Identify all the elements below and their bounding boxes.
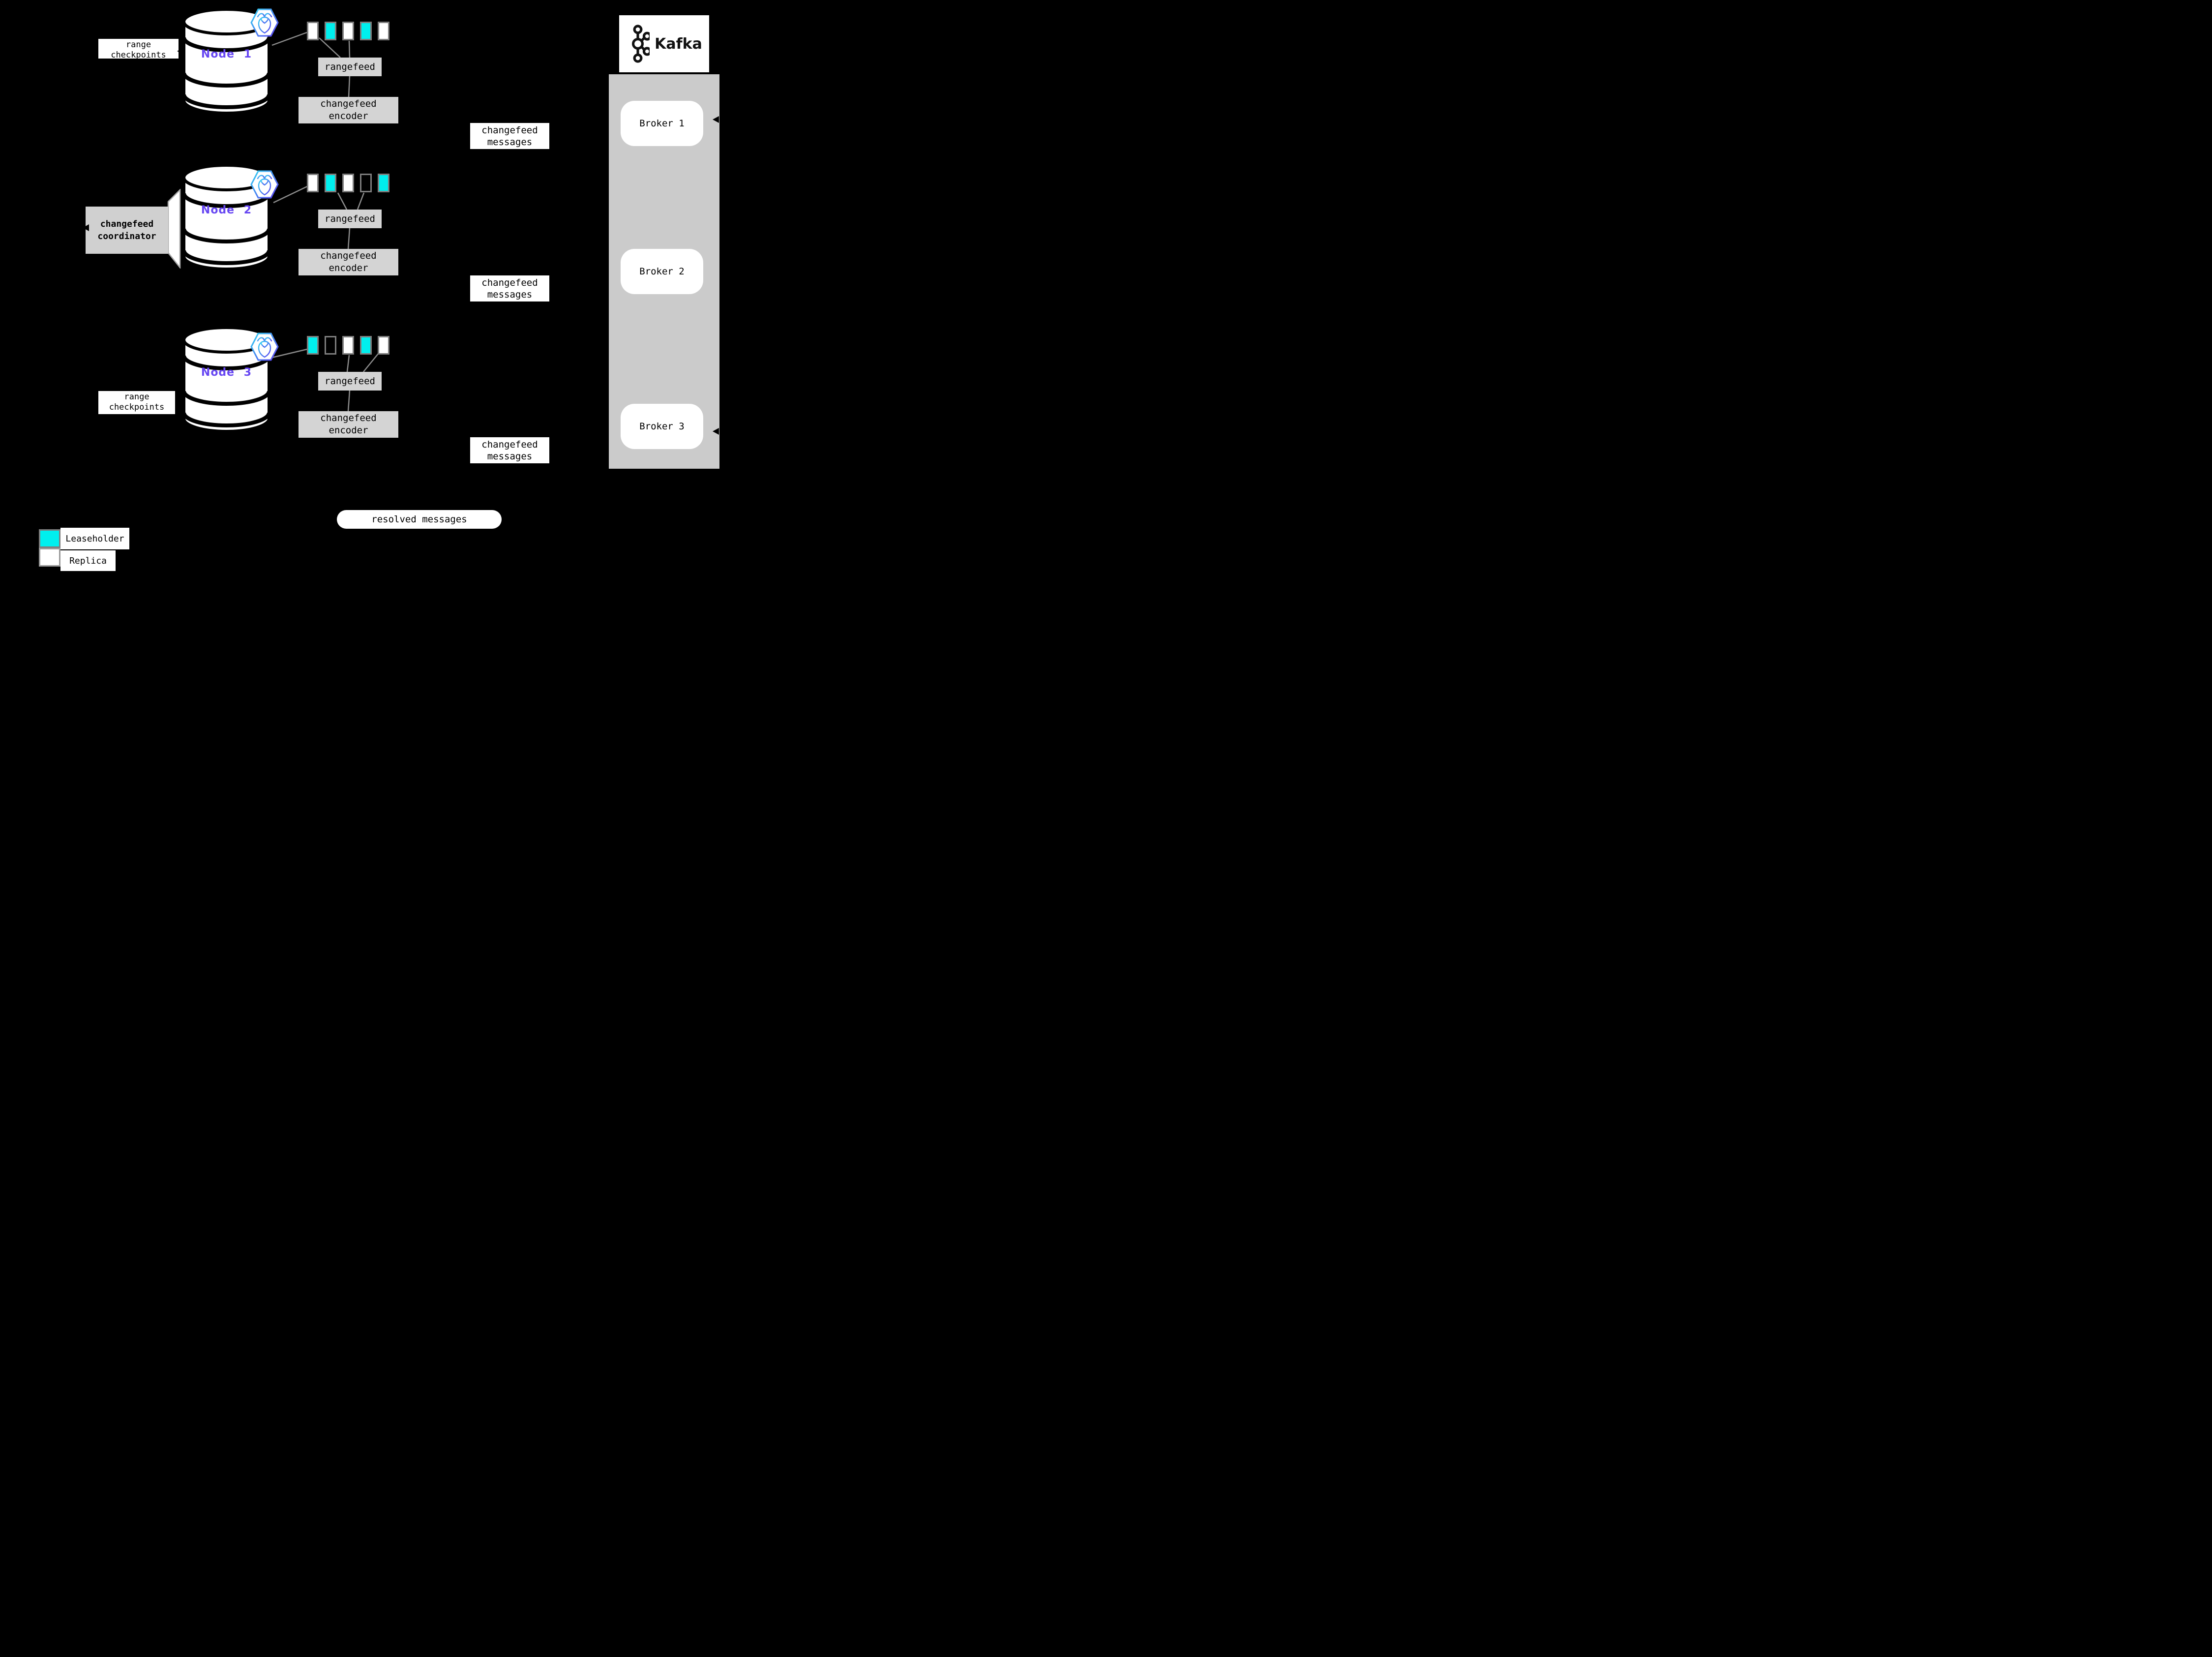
kafka-title: Kafka: [655, 35, 702, 53]
range-square-leaseholder: [378, 174, 389, 192]
node-2-cylinder: Node 2: [181, 163, 272, 270]
broker-card-3: Broker 3: [621, 404, 703, 449]
node-2-changefeed-encoder-box: changefeed encoder: [299, 249, 398, 275]
broker-card-1: Broker 1: [621, 101, 703, 146]
node-3-label: Node 3: [201, 366, 252, 379]
node-2-label: Node 2: [201, 204, 252, 216]
range-square-leaseholder: [360, 22, 372, 40]
range-square-empty: [360, 174, 372, 192]
range-square-replica: [378, 22, 389, 40]
node-3-cylinder: Node 3: [181, 325, 272, 432]
range-checkpoints-label-bottom: range checkpoints: [98, 391, 175, 414]
node-2-range-squares-row: [307, 174, 389, 192]
range-square-empty: [325, 336, 336, 355]
legend-label-replica: Replica: [60, 550, 116, 571]
resolved-messages-pill: resolved messages: [337, 510, 502, 529]
changefeed-messages-label-1: changefeed messages: [470, 123, 549, 149]
node-3-range-squares-row: [307, 336, 389, 355]
node-3-changefeed-encoder-box: changefeed encoder: [299, 411, 398, 438]
range-square-replica: [342, 336, 354, 355]
coordinator-callout-flag: [167, 189, 181, 269]
kafka-card: Kafka: [619, 15, 709, 72]
range-square-leaseholder: [360, 336, 372, 355]
range-square-replica: [342, 174, 354, 192]
range-square-replica: [307, 22, 319, 40]
node-1-rangefeed-box: rangefeed: [318, 58, 382, 76]
changefeed-messages-label-3: changefeed messages: [470, 437, 549, 463]
cockroachdb-logo-icon: [250, 331, 279, 362]
changefeed-coordinator-box: changefeed coordinator: [86, 207, 168, 254]
cockroachdb-logo-icon: [250, 7, 279, 38]
node-1-cylinder: Node 1: [181, 7, 272, 114]
range-square-leaseholder: [307, 336, 319, 355]
legend-swatch-leaseholder: [39, 529, 60, 548]
connector-lines: [271, 31, 379, 412]
node-1-changefeed-encoder-box: changefeed encoder: [299, 97, 398, 123]
range-square-replica: [307, 174, 319, 192]
range-square-leaseholder: [325, 22, 336, 40]
range-checkpoints-label-top: range checkpoints: [98, 39, 179, 59]
changefeed-messages-label-2: changefeed messages: [470, 275, 549, 301]
kafka-logo-icon: [626, 24, 650, 63]
node-3-rangefeed-box: rangefeed: [318, 372, 382, 391]
node-1-label: Node 1: [201, 48, 252, 60]
legend-label-leaseholder: Leaseholder: [60, 528, 129, 549]
node-1-range-squares-row: [307, 22, 389, 40]
range-square-replica: [342, 22, 354, 40]
node-2-rangefeed-box: rangefeed: [318, 210, 382, 228]
range-square-replica: [378, 336, 389, 355]
diagram-canvas: Node 1 rangefeed changefeed encoder rang…: [0, 0, 771, 577]
range-square-leaseholder: [325, 174, 336, 192]
legend-swatch-replica: [39, 548, 60, 567]
broker-card-2: Broker 2: [621, 249, 703, 294]
cockroachdb-logo-icon: [250, 169, 279, 200]
